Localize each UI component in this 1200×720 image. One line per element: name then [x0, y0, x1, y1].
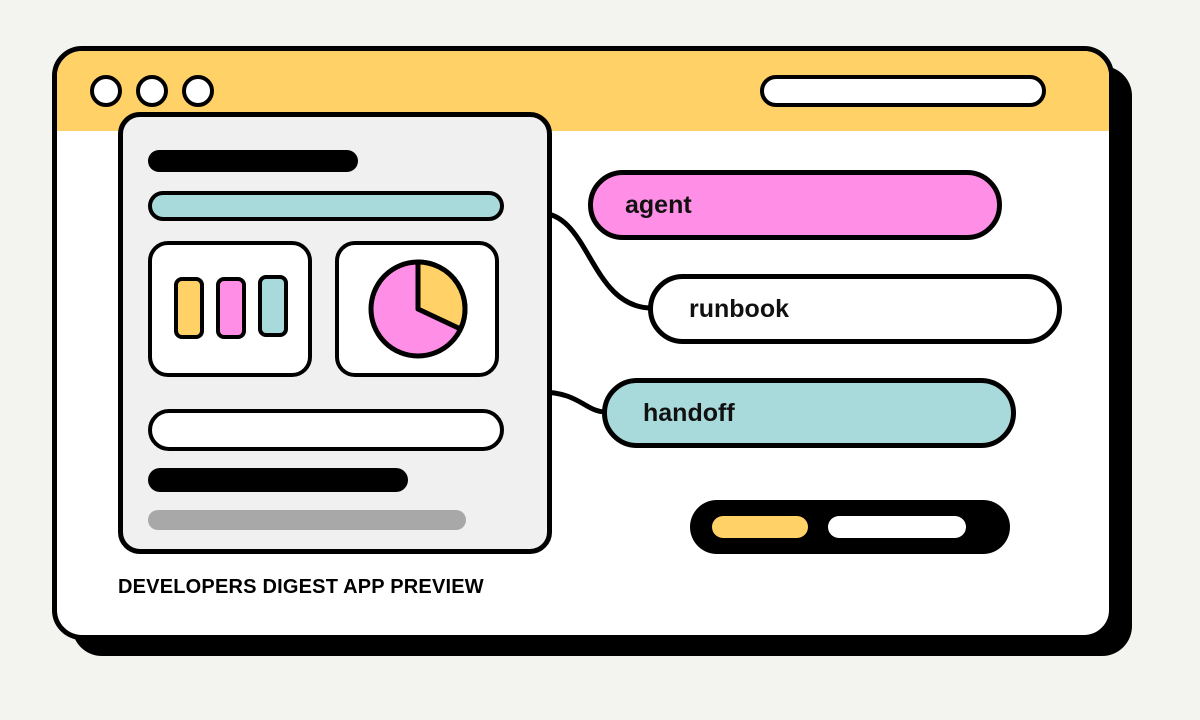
- pie-chart-icon: [368, 259, 468, 359]
- chart-bar: [258, 275, 288, 337]
- footer-primary-segment[interactable]: [712, 516, 808, 538]
- tag-label: runbook: [689, 294, 789, 323]
- address-bar[interactable]: [760, 75, 1046, 107]
- window-dot-maximize[interactable]: [182, 75, 214, 107]
- tag-label: handoff: [643, 398, 735, 427]
- footer-secondary-segment[interactable]: [828, 516, 966, 538]
- chart-bar: [174, 277, 204, 339]
- preview-search-bar: [148, 191, 504, 221]
- app-preview-card: [118, 112, 552, 554]
- tag-label: agent: [625, 190, 692, 219]
- title-bar: [57, 51, 1109, 131]
- bar-chart-widget: [148, 241, 312, 377]
- preview-heading-bar: [148, 150, 358, 172]
- preview-caption: DEVELOPERS DIGEST APP PREVIEW: [118, 576, 484, 598]
- chart-bar: [216, 277, 246, 339]
- tag-pill-agent[interactable]: agent: [588, 170, 1002, 240]
- preview-input-bar: [148, 409, 504, 451]
- bar-chart-icon: [174, 275, 294, 345]
- pie-slice: [415, 259, 468, 332]
- preview-text-bar: [148, 468, 408, 492]
- window-dot-minimize[interactable]: [136, 75, 168, 107]
- pie-chart-widget: [335, 241, 499, 377]
- footer-control[interactable]: [690, 500, 1010, 554]
- window-dot-close[interactable]: [90, 75, 122, 107]
- tag-pill-runbook[interactable]: runbook: [648, 274, 1062, 344]
- preview-muted-bar: [148, 510, 466, 530]
- connector-runbook: [537, 210, 655, 311]
- tag-pill-handoff[interactable]: handoff: [602, 378, 1016, 448]
